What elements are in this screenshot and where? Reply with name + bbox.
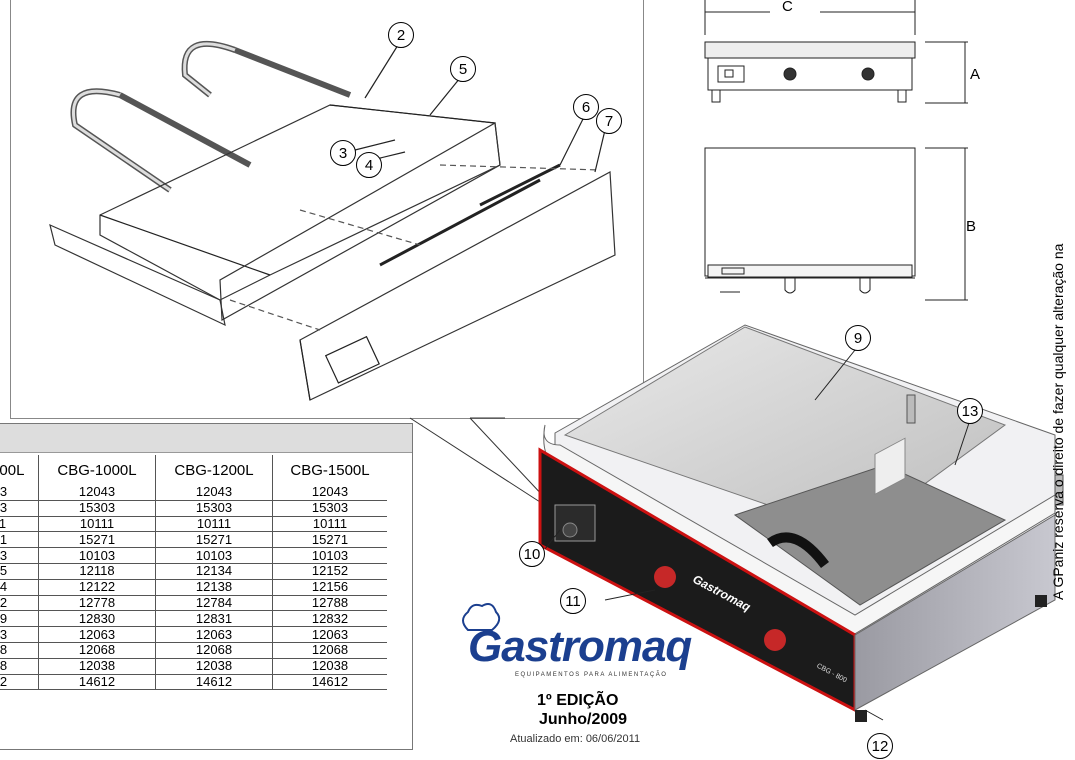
exploded-view-frame bbox=[10, 0, 644, 419]
exploded-view-drawing bbox=[49, 40, 616, 401]
side-note: A GPaniz reserva o direito de fazer qual… bbox=[1050, 243, 1066, 600]
table-row: 12829128301283112832 bbox=[0, 610, 387, 628]
callout-5: 5 bbox=[450, 56, 476, 82]
edition-updated: Atualizado em: 06/06/2011 bbox=[510, 733, 641, 745]
table-row: 12063120631206312063 bbox=[0, 626, 387, 643]
parts-table: CBG-800L CBG-1000L CBG-1200L CBG-1500L 1… bbox=[0, 455, 387, 691]
callout-6: 6 bbox=[573, 94, 599, 120]
logo-brand: Gastromaq bbox=[468, 622, 692, 671]
callout-10: 10 bbox=[519, 541, 545, 567]
callout-2: 2 bbox=[388, 22, 414, 48]
detail-connector-lines bbox=[409, 417, 546, 503]
callout-13: 13 bbox=[957, 398, 983, 424]
col-header-1200: CBG-1200L bbox=[155, 455, 273, 485]
callout-11: 11 bbox=[560, 588, 586, 614]
col-header-1000: CBG-1000L bbox=[38, 455, 156, 485]
table-row: 15271152711527115271 bbox=[0, 531, 387, 549]
griddle-illustration bbox=[538, 324, 1064, 722]
parts-table-header-band bbox=[0, 424, 412, 453]
table-row: 12068120681206812068 bbox=[0, 642, 387, 659]
edition-date: Junho/2009 bbox=[539, 711, 628, 728]
callout-3: 3 bbox=[330, 140, 356, 166]
table-row: 12043120431204312043 bbox=[0, 485, 387, 501]
dimension-c-label: C bbox=[782, 0, 793, 15]
table-row: 12038120381203812038 bbox=[0, 658, 387, 675]
table-row: 12762127781278412788 bbox=[0, 595, 387, 612]
table-row: 12045121181213412152 bbox=[0, 563, 387, 580]
table-row: 10103101031010310103 bbox=[0, 547, 387, 564]
table-row: 14612146121461214612 bbox=[0, 674, 387, 691]
edition-title: 1º EDIÇÃO bbox=[537, 692, 619, 709]
callout-4: 4 bbox=[356, 152, 382, 178]
col-header-800: CBG-800L bbox=[0, 461, 25, 479]
top-view-drawing bbox=[704, 147, 968, 301]
callout-12: 12 bbox=[867, 733, 893, 759]
chef-hat-icon bbox=[462, 603, 501, 631]
callout-9: 9 bbox=[845, 325, 871, 351]
front-view-drawing bbox=[704, 0, 968, 104]
dimension-b-label: B bbox=[966, 218, 977, 235]
table-row: 15303153031530315303 bbox=[0, 500, 387, 517]
callout-7: 7 bbox=[596, 108, 622, 134]
dimension-a-label: A bbox=[970, 66, 981, 83]
table-row: 10111101111011110111 bbox=[0, 516, 387, 533]
table-row: 12064121221213812156 bbox=[0, 579, 387, 596]
col-header-1500: CBG-1500L bbox=[272, 455, 387, 485]
logo-tagline: EQUIPAMENTOS PARA ALIMENTAÇÃO bbox=[515, 672, 668, 678]
